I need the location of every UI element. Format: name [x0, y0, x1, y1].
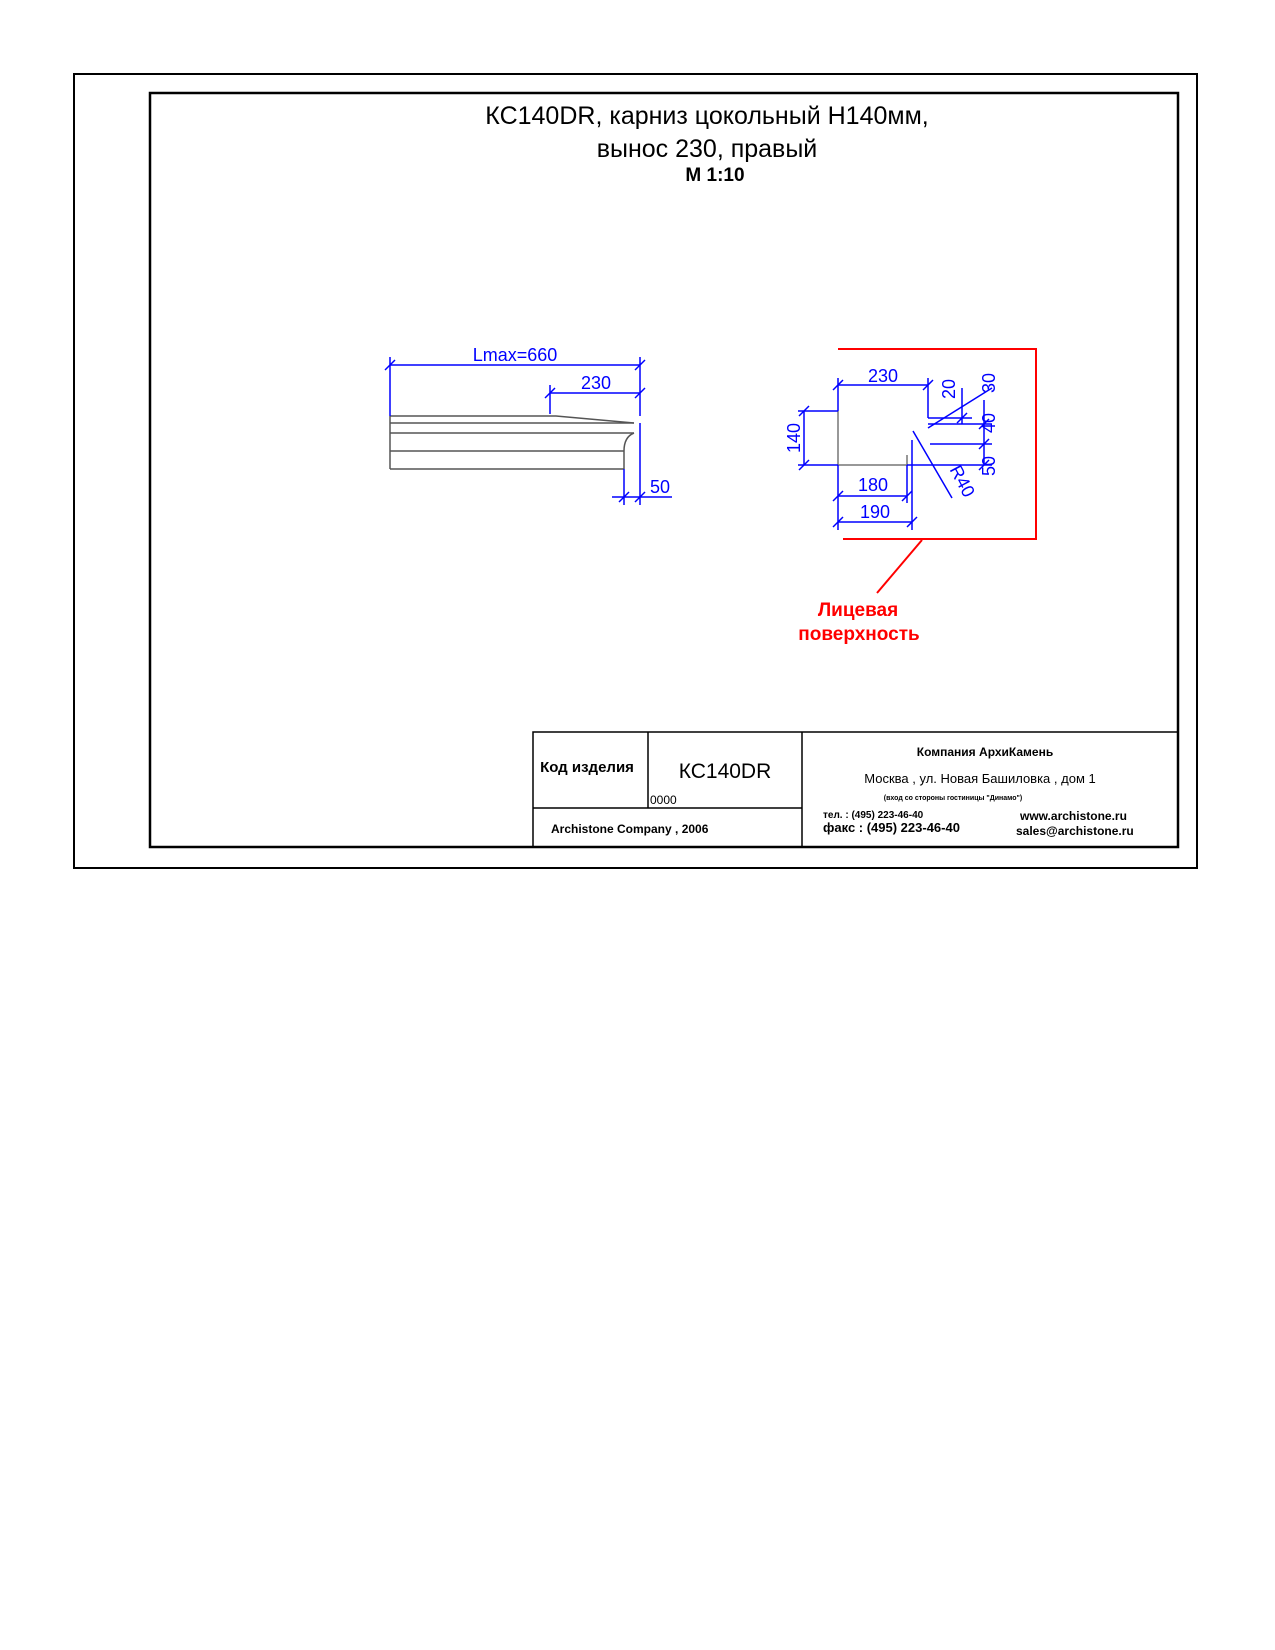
- left-view: Lmax=660 230 50: [384, 345, 672, 505]
- face-surface-outline: [838, 348, 1037, 540]
- left-dimensions: [384, 357, 672, 505]
- dim-230-right-label: 230: [868, 366, 898, 386]
- title-block: [532, 731, 1179, 848]
- cornice-section-profile: [837, 411, 908, 466]
- dim-190-label: 190: [860, 502, 890, 522]
- dim-lmax-label: Lmax=660: [473, 345, 558, 365]
- right-view: 230 20 30 40 50 140 180 190 R40: [784, 348, 1037, 594]
- company-phone: тел. : (495) 223-46-40: [823, 810, 924, 821]
- dim-50-right-label: 50: [979, 456, 999, 476]
- dim-30-label: 30: [979, 373, 999, 393]
- product-code-label: Код изделия: [540, 759, 634, 776]
- product-code-value: КС140DR: [679, 760, 772, 783]
- drawing-scale: М 1:10: [685, 165, 744, 186]
- dim-40-label: 40: [979, 413, 999, 433]
- product-code-number: 0000: [650, 793, 677, 807]
- inner-frame: [148, 91, 1180, 849]
- company-fax: факс : (495) 223-46-40: [823, 820, 960, 835]
- company-address: Москва , ул. Новая Башиловка , дом 1: [864, 771, 1095, 786]
- outer-frame: [73, 73, 1198, 869]
- company-name: Компания АрхиКамень: [917, 745, 1053, 759]
- face-surface-label-line2: поверхность: [798, 624, 919, 645]
- dim-230-left-label: 230: [581, 373, 611, 393]
- cornice-elevation-profile: [389, 415, 635, 470]
- company-address-note: (вход со стороны гостиницы "Динамо"): [884, 795, 1022, 802]
- drawing-title-line1: КС140DR, карниз цокольный Н140мм,: [485, 102, 928, 130]
- face-surface-label-line1: Лицевая: [818, 600, 898, 621]
- right-dimensions: [798, 378, 993, 530]
- face-leader-line: [876, 539, 923, 594]
- dim-50-left-label: 50: [650, 477, 670, 497]
- company-email: sales@archistone.ru: [1016, 824, 1134, 838]
- copyright-text: Archistone Company , 2006: [551, 822, 709, 836]
- company-website: www.archistone.ru: [1019, 809, 1127, 823]
- dim-140-label: 140: [784, 423, 804, 453]
- dim-180-label: 180: [858, 475, 888, 495]
- dim-20-label: 20: [939, 379, 959, 399]
- drawing-title-line2: вынос 230, правый: [597, 135, 818, 163]
